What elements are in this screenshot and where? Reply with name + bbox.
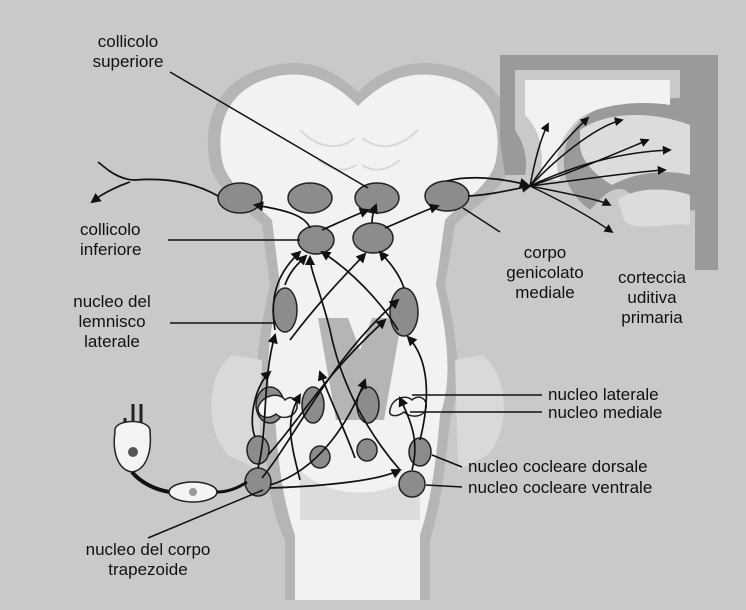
- brainstem-outline: [208, 63, 512, 600]
- auditory-cortex: [500, 55, 718, 270]
- nucleus-right-ll: [390, 288, 418, 336]
- nucleus-mid-left: [310, 446, 330, 468]
- label-corteccia-uditiva-primaria: corteccia uditiva primaria: [602, 268, 702, 328]
- nucleus-right-cv: [399, 471, 425, 497]
- nucleus-right-cs: [355, 183, 399, 213]
- nucleus-left-ci: [298, 226, 334, 254]
- label-nucleo-corpo-trapezoide: nucleo del corpo trapezoide: [58, 540, 238, 580]
- label-nucleo-laterale: nucleo laterale: [548, 385, 659, 405]
- nucleus-left-trapezoid: [302, 387, 324, 423]
- label-nucleo-lemnisco-laterale: nucleo del lemnisco laterale: [62, 292, 162, 352]
- nucleus-left-cs: [288, 183, 332, 213]
- label-collicolo-inferiore: collicolo inferiore: [80, 220, 141, 260]
- nucleus-left-ll: [273, 288, 297, 332]
- nucleus-left-cd: [247, 436, 269, 464]
- nucleus-right-cd: [409, 438, 431, 466]
- nucleus-mid-right: [357, 439, 377, 461]
- label-collicolo-superiore: collicolo superiore: [78, 32, 178, 72]
- label-corpo-genicolato-mediale: corpo genicolato mediale: [500, 243, 590, 303]
- label-nucleo-mediale: nucleo mediale: [548, 403, 662, 423]
- nucleus-left-cgm: [218, 183, 262, 213]
- label-nucleo-cocleare-ventrale: nucleo cocleare ventrale: [468, 478, 652, 498]
- nucleus-right-cgm: [425, 181, 469, 211]
- label-nucleo-cocleare-dorsale: nucleo cocleare dorsale: [468, 457, 648, 477]
